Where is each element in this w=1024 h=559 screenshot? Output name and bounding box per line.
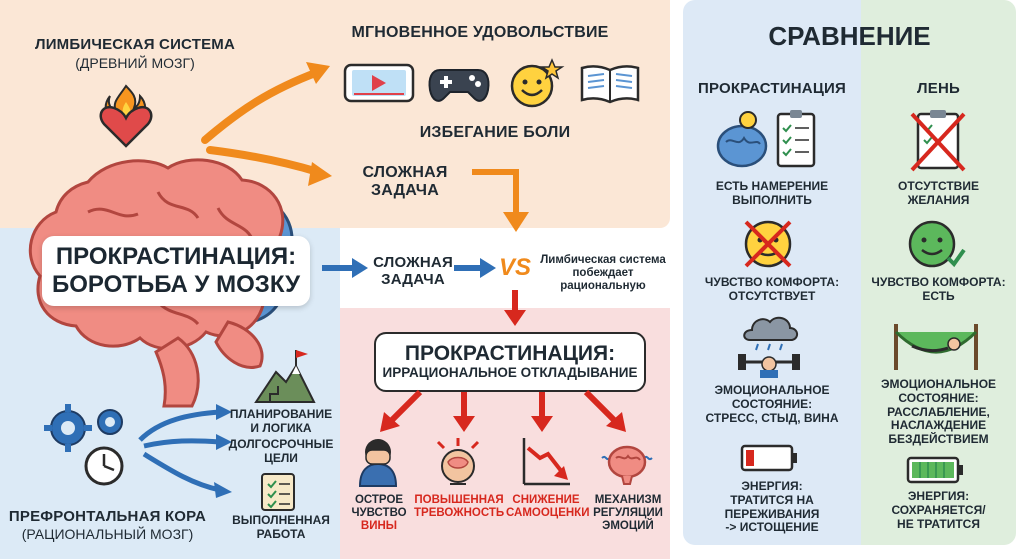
pfc-goals: ДОЛГОСРОЧНЫЕ ЦЕЛИ (228, 437, 334, 465)
flow-arrows-middle (322, 258, 496, 278)
down-arrow-red (504, 290, 526, 326)
lazy-intent: ОТСУТСТВИЕ ЖЕЛАНИЯ (898, 179, 979, 207)
phone-video-icon (343, 63, 415, 103)
effect-guilt: ОСТРОЕ ЧУВСТВО ВИНЫ (351, 494, 407, 533)
smiley-star-icon (510, 58, 565, 108)
anxious-head-icon (436, 438, 480, 485)
vs-badge: VS (498, 254, 531, 281)
lazy-emotion: ЭМОЦИОНАЛЬНОЕ СОСТОЯНИЕ: РАССЛАБЛЕНИЕ, Н… (880, 377, 997, 447)
decline-chart-icon (522, 438, 570, 486)
effect-self-esteem: СНИЖЕНИЕ САМООЦЕНКИ (506, 494, 590, 520)
procrastination-definition-card: ПРОКРАСТИНАЦИЯ: ИРРАЦИОНАЛЬНОЕ ОТКЛАДЫВА… (374, 332, 646, 392)
effect-emotion-regulation: МЕХАНИЗМ РЕГУЛЯЦИИ ЭМОЦИЙ (593, 494, 663, 533)
proc-energy: ЭНЕРГИЯ: ТРАТИТСЯ НА ПЕРЕЖИВАНИЯ -> ИСТО… (724, 479, 820, 535)
limbic-title: ЛИМБИЧЕСКАЯ СИСТЕМА (34, 36, 236, 53)
pfc-planning: ПЛАНИРОВАНИЕ И ЛОГИКА (229, 407, 333, 435)
comparison-header-procrastination: ПРОКРАСТИНАЦИЯ (698, 80, 846, 97)
green-smiley-check-icon (908, 220, 966, 268)
pfc-subtitle: (РАЦИОНАЛЬНЫЙ МОЗГ) (21, 526, 194, 542)
heart-flame-icon (99, 84, 153, 148)
effect-arrows (380, 389, 626, 432)
comparison-header-laziness: ЛЕНЬ (917, 80, 960, 97)
lazy-comfort: ЧУВСТВО КОМФОРТА: ЕСТЬ (871, 275, 1006, 303)
comparison-title: СРАВНЕНИЕ (768, 21, 931, 51)
checklist-scroll-icon (261, 473, 295, 511)
pfc-done-work: ВЫПОЛНЕННАЯ РАБОТА (232, 513, 330, 541)
gears-clock-icon (44, 404, 124, 486)
stress-weight-cloud-icon (738, 316, 800, 378)
battery-low-icon (740, 444, 797, 472)
main-title-line2: БОРОТЬБА У МОЗКУ (52, 271, 300, 298)
comparison-laziness-column (861, 0, 1016, 545)
crossed-smiley-icon (744, 220, 792, 268)
proc-intent: ЕСТЬ НАМЕРЕНИЕ ВЫПОЛНИТЬ (715, 179, 829, 207)
instant-gratification-title: МГНОВЕННОЕ УДОВОЛЬСТВИЕ (351, 24, 609, 41)
hard-task-middle: СЛОЖНАЯ ЗАДАЧА (373, 254, 453, 289)
proc-comfort: ЧУВСТВО КОМФОРТА: ОТСУТСТВУЕТ (704, 275, 840, 303)
crossed-checklist-icon (910, 110, 966, 172)
gamepad-icon (428, 69, 490, 102)
brain-idea-checklist-icon (716, 110, 816, 168)
limbic-wins-note: Лимбическая система побеждает рациональн… (540, 254, 666, 293)
pfc-arrows (138, 404, 232, 498)
guilt-person-icon (358, 439, 398, 487)
mountain-flag-icon (254, 350, 316, 403)
book-icon (580, 65, 640, 104)
hard-task-top: СЛОЖНАЯ ЗАДАЧА (362, 164, 448, 200)
pain-avoidance-title: ИЗБЕГАНИЕ БОЛИ (419, 124, 571, 141)
main-title-card: ПРОКРАСТИНАЦИЯ: БОРОТЬБА У МОЗКУ (42, 236, 310, 306)
hammock-icon (894, 324, 978, 370)
main-title-line1: ПРОКРАСТИНАЦИЯ: (55, 243, 297, 271)
proc-emotion: ЭМОЦИОНАЛЬНОЕ СОСТОЯНИЕ: СТРЕСС, СТЫД, В… (705, 383, 839, 425)
brain-regulation-icon (601, 445, 653, 485)
limbic-arrows (201, 62, 529, 232)
battery-full-icon (906, 456, 963, 484)
effect-anxiety: ПОВЫШЕННАЯ ТРЕВОЖНОСТЬ (414, 494, 505, 520)
lazy-energy: ЭНЕРГИЯ: СОХРАНЯЕТСЯ/ НЕ ТРАТИТСЯ (891, 489, 986, 531)
pfc-title: ПРЕФРОНТАЛЬНАЯ КОРА (8, 508, 207, 525)
limbic-subtitle: (ДРЕВНИЙ МОЗГ) (75, 55, 195, 71)
